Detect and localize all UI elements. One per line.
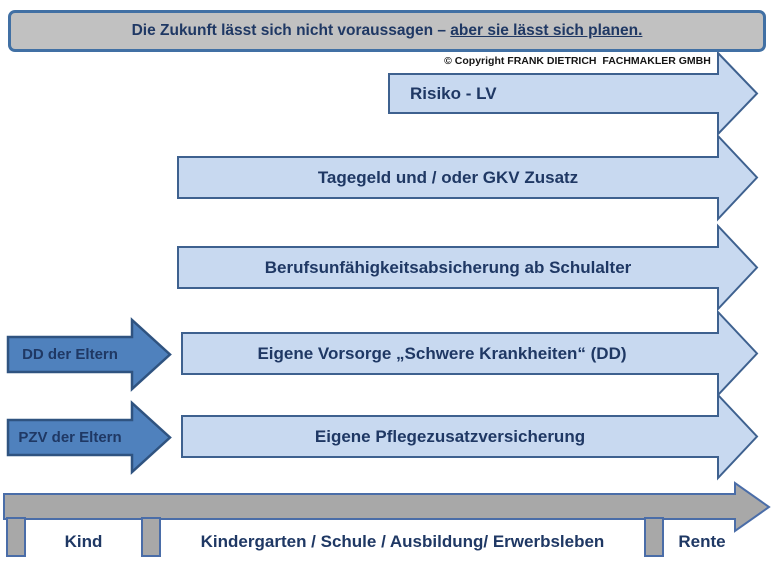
arrow-label-pzv: Eigene Pflegezusatzversicherung xyxy=(314,426,586,446)
timeline-label-kind: Kind xyxy=(64,532,103,551)
timeline-label-mitte: Kindergarten / Schule / Ausbildung/ Erwe… xyxy=(200,532,605,551)
timeline-tick-2 xyxy=(141,517,161,557)
side-arrow-label-pzv-eltern: PZV der Eltern xyxy=(18,429,122,446)
timeline-label-rente: Rente xyxy=(678,532,726,551)
arrow-shape-pzv-eltern xyxy=(6,400,172,475)
arrow-label-dd: Eigene Vorsorge „Schwere Krankheiten“ (D… xyxy=(257,343,627,363)
arrow-shape-tagegeld xyxy=(177,133,759,222)
arrow-shape-risiko-lv xyxy=(388,50,759,137)
copyright-text: © Copyright FRANK DIETRICH FACHMAKLER GM… xyxy=(444,55,711,67)
header-title-underlined: aber sie lässt sich planen. xyxy=(450,22,643,39)
arrow-label-bu: Berufsunfähigkeitsabsicherung ab Schulal… xyxy=(264,257,632,277)
arrow-shape-dd-eltern xyxy=(6,317,172,392)
arrow-shape-bu xyxy=(177,223,759,312)
header-title-text: Die Zukunft lässt sich nicht voraussagen… xyxy=(131,22,451,39)
side-arrow-label-dd-eltern: DD der Eltern xyxy=(22,346,118,363)
arrow-label-tagegeld: Tagegeld und / oder GKV Zusatz xyxy=(317,167,579,187)
header-banner: Die Zukunft lässt sich nicht voraussagen… xyxy=(8,10,766,52)
timeline-arrow-shape xyxy=(3,481,771,533)
arrow-shape-dd xyxy=(181,309,759,398)
timeline-tick-1 xyxy=(6,517,26,557)
arrow-label-risiko-lv: Risiko - LV xyxy=(410,83,497,103)
arrow-shape-pzv xyxy=(181,392,759,481)
timeline-tick-3 xyxy=(644,517,664,557)
